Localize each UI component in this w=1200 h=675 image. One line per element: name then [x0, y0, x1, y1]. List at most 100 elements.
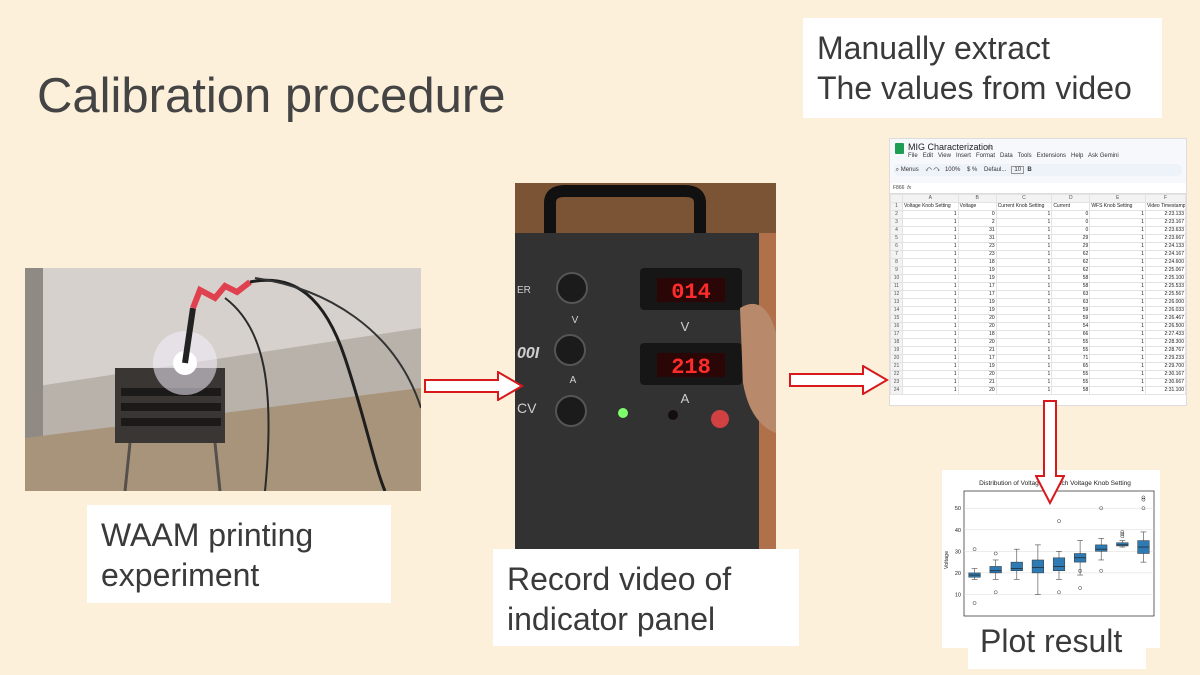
- table-cell[interactable]: 1: [1089, 322, 1146, 331]
- row-number[interactable]: 6: [890, 242, 903, 251]
- table-cell[interactable]: 59: [1051, 314, 1091, 323]
- table-cell[interactable]: 1: [1089, 250, 1146, 259]
- menus-button[interactable]: Menus: [900, 167, 919, 173]
- table-cell[interactable]: 1: [1089, 218, 1146, 227]
- row-number[interactable]: 5: [890, 234, 903, 243]
- table-cell[interactable]: 1: [902, 266, 959, 275]
- menu-edit[interactable]: Edit: [922, 153, 934, 159]
- table-cell[interactable]: 1: [995, 274, 1053, 283]
- table-cell[interactable]: 1: [1089, 290, 1146, 299]
- table-cell[interactable]: 31: [957, 234, 997, 243]
- row-number[interactable]: 12: [890, 290, 903, 299]
- table-cell[interactable]: 1: [902, 250, 959, 259]
- table-cell[interactable]: 2:25.533: [1145, 282, 1186, 291]
- col-letter[interactable]: D: [1051, 194, 1091, 203]
- table-cell[interactable]: 19: [957, 298, 997, 307]
- table-cell[interactable]: 0: [1051, 226, 1091, 235]
- row-number[interactable]: 23: [890, 378, 903, 387]
- table-cell[interactable]: 20: [957, 338, 997, 347]
- col-letter[interactable]: E: [1089, 194, 1146, 203]
- table-cell[interactable]: 1: [1089, 362, 1146, 371]
- table-cell[interactable]: 1: [995, 226, 1053, 235]
- header-cell[interactable]: Current Knob Setting: [995, 202, 1053, 211]
- table-cell[interactable]: 1: [902, 338, 959, 347]
- row-number[interactable]: 18: [890, 338, 903, 347]
- table-cell[interactable]: 1: [902, 274, 959, 283]
- table-cell[interactable]: 1: [1089, 346, 1146, 355]
- table-cell[interactable]: 1: [995, 322, 1053, 331]
- table-cell[interactable]: 1: [902, 330, 959, 339]
- col-letter[interactable]: C: [995, 194, 1053, 203]
- row-number[interactable]: 19: [890, 346, 903, 355]
- table-cell[interactable]: 1: [1089, 354, 1146, 363]
- table-cell[interactable]: 58: [1051, 282, 1091, 291]
- table-cell[interactable]: 1: [995, 346, 1053, 355]
- table-cell[interactable]: 2:24.167: [1145, 250, 1186, 259]
- header-cell[interactable]: Current: [1051, 202, 1091, 211]
- menu-extensions[interactable]: Extensions: [1036, 153, 1067, 159]
- table-cell[interactable]: 1: [902, 234, 959, 243]
- menu-data[interactable]: Data: [1000, 153, 1013, 159]
- row-number[interactable]: 15: [890, 314, 903, 323]
- table-cell[interactable]: 71: [1051, 354, 1091, 363]
- table-cell[interactable]: 1: [995, 330, 1053, 339]
- table-cell[interactable]: 1: [902, 226, 959, 235]
- table-cell[interactable]: 63: [1051, 290, 1091, 299]
- table-cell[interactable]: 0: [1051, 210, 1091, 219]
- table-cell[interactable]: 21: [957, 378, 997, 387]
- row-number[interactable]: 7: [890, 250, 903, 259]
- table-cell[interactable]: 1: [902, 306, 959, 315]
- table-cell[interactable]: 2:30.667: [1145, 378, 1186, 387]
- table-cell[interactable]: 1: [902, 354, 959, 363]
- table-cell[interactable]: 1: [1089, 306, 1146, 315]
- table-cell[interactable]: 1: [1089, 298, 1146, 307]
- menu-format[interactable]: Format: [976, 153, 996, 159]
- row-number[interactable]: 8: [890, 258, 903, 267]
- row-number[interactable]: 1: [890, 202, 903, 211]
- table-cell[interactable]: 19: [957, 362, 997, 371]
- table-cell[interactable]: 63: [1051, 298, 1091, 307]
- table-cell[interactable]: 1: [1089, 274, 1146, 283]
- table-cell[interactable]: 1: [1089, 314, 1146, 323]
- table-cell[interactable]: 0: [1051, 218, 1091, 227]
- row-number[interactable]: 22: [890, 370, 903, 379]
- table-cell[interactable]: 66: [1051, 330, 1091, 339]
- table-cell[interactable]: 1: [902, 282, 959, 291]
- table-cell[interactable]: 62: [1051, 250, 1091, 259]
- table-cell[interactable]: 1: [902, 378, 959, 387]
- search-icon[interactable]: ⌕: [895, 167, 900, 173]
- table-cell[interactable]: 1: [1089, 370, 1146, 379]
- table-cell[interactable]: 1: [1089, 242, 1146, 251]
- table-cell[interactable]: 17: [957, 354, 997, 363]
- table-cell[interactable]: 2:26.033: [1145, 306, 1186, 315]
- table-cell[interactable]: 1: [1089, 378, 1146, 387]
- table-cell[interactable]: 1: [1089, 226, 1146, 235]
- header-cell[interactable]: Voltage Knob Setting: [902, 202, 959, 211]
- table-cell[interactable]: 1: [902, 370, 959, 379]
- table-cell[interactable]: 1: [902, 322, 959, 331]
- table-cell[interactable]: 54: [1051, 322, 1091, 331]
- table-cell[interactable]: 1: [902, 242, 959, 251]
- font-size-input[interactable]: 10: [1011, 166, 1025, 174]
- table-cell[interactable]: 1: [1089, 258, 1146, 267]
- menu-file[interactable]: File: [908, 153, 918, 159]
- row-number[interactable]: 3: [890, 218, 903, 227]
- row-number[interactable]: 10: [890, 274, 903, 283]
- menu-help[interactable]: Help: [1071, 153, 1084, 159]
- table-cell[interactable]: 17: [957, 290, 997, 299]
- table-cell[interactable]: 2:23.133: [1145, 210, 1186, 219]
- table-cell[interactable]: 1: [995, 306, 1053, 315]
- table-cell[interactable]: 1: [995, 282, 1053, 291]
- table-cell[interactable]: 59: [1051, 306, 1091, 315]
- table-cell[interactable]: 1: [902, 362, 959, 371]
- bold-icon[interactable]: B: [1027, 167, 1032, 173]
- table-cell[interactable]: 31: [957, 226, 997, 235]
- table-cell[interactable]: 2:25.100: [1145, 274, 1186, 283]
- table-cell[interactable]: 1: [995, 250, 1053, 259]
- table-cell[interactable]: 2:26.000: [1145, 298, 1186, 307]
- table-cell[interactable]: 19: [957, 306, 997, 315]
- header-cell[interactable]: WFS Knob Setting: [1089, 202, 1146, 211]
- table-cell[interactable]: 1: [1089, 210, 1146, 219]
- table-cell[interactable]: 1: [1089, 234, 1146, 243]
- table-cell[interactable]: 20: [957, 322, 997, 331]
